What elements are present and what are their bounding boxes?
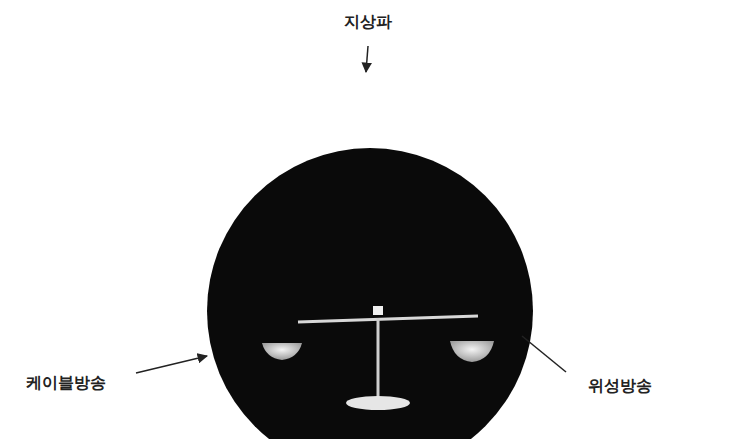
channel-label: 지상파 bbox=[344, 12, 392, 31]
leader-arrow bbox=[366, 46, 368, 72]
black-disc bbox=[207, 148, 533, 439]
leader-arrow bbox=[136, 356, 207, 373]
channel-label: 케이블방송 bbox=[26, 373, 106, 392]
right-pan bbox=[450, 341, 494, 362]
channel-label: 위성방송 bbox=[588, 376, 652, 395]
leader-line bbox=[522, 336, 566, 372]
scale-base bbox=[346, 396, 410, 410]
left-pan bbox=[262, 343, 302, 360]
scale-knob bbox=[373, 306, 383, 315]
scale-beam bbox=[298, 316, 478, 322]
scale-pole bbox=[377, 318, 380, 400]
